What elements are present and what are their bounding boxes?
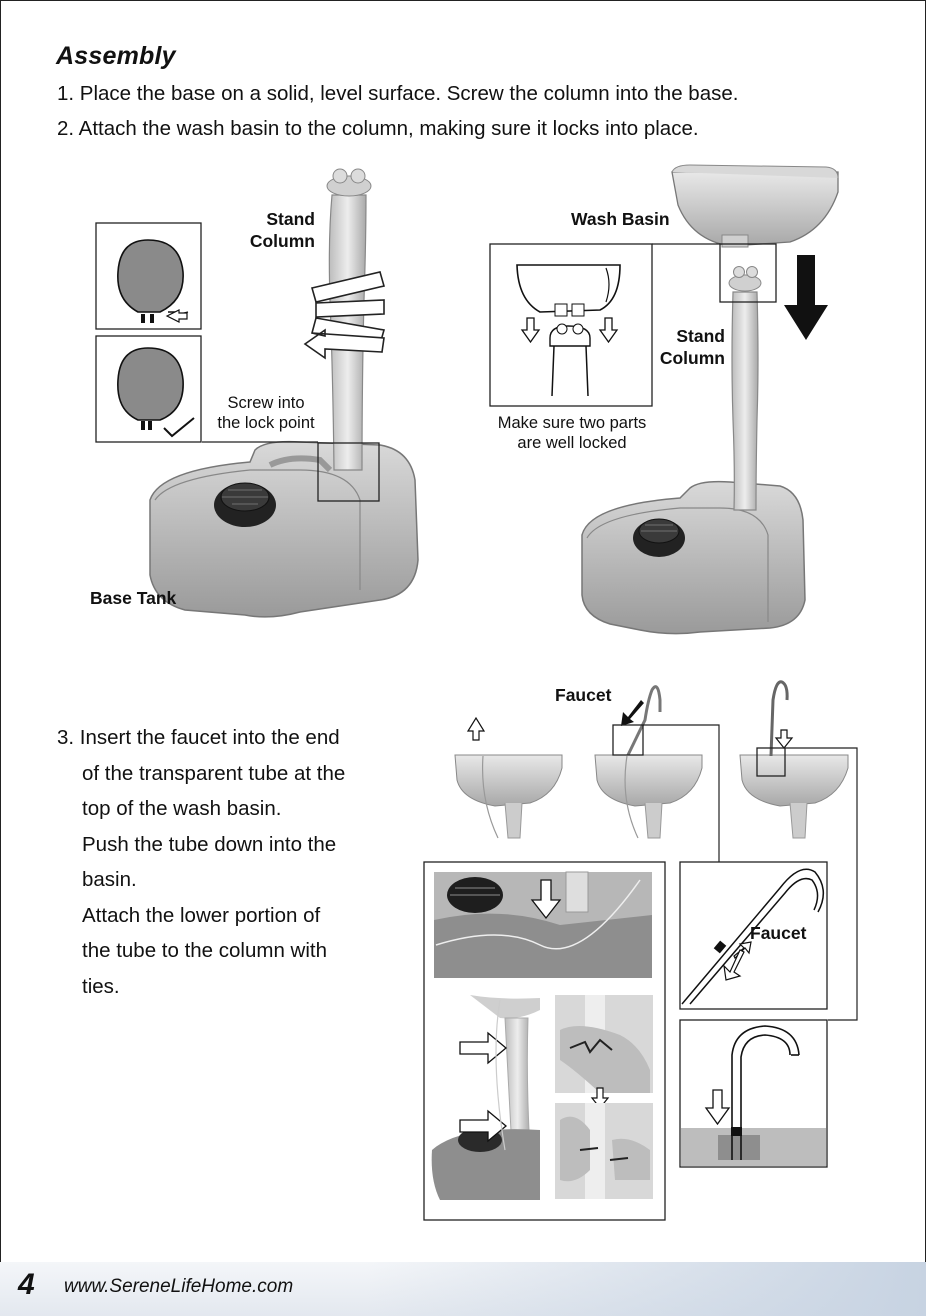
basin-lock-inset bbox=[490, 244, 652, 406]
stand-column-2 bbox=[729, 267, 761, 511]
basin-step3-b bbox=[595, 687, 702, 838]
tank-cap-2 bbox=[633, 519, 685, 557]
tank-tube-photo bbox=[434, 872, 652, 978]
footer-url[interactable]: www.SereneLifeHome.com bbox=[64, 1276, 293, 1298]
wash-basin-label: Wash Basin bbox=[571, 208, 670, 230]
tie-photo-bottom bbox=[555, 1103, 653, 1199]
basin-step3-c bbox=[740, 682, 848, 838]
rotate-arrow bbox=[305, 272, 384, 358]
wash-basin-2 bbox=[672, 165, 838, 247]
stand-column-1 bbox=[327, 169, 371, 470]
tie-photo-top bbox=[555, 995, 653, 1093]
base-tank-1 bbox=[150, 442, 418, 617]
lock-inset-locked bbox=[96, 336, 201, 442]
column-ties-photo bbox=[430, 995, 540, 1210]
faucet-label-top: Faucet bbox=[555, 684, 611, 706]
down-arrow-large bbox=[784, 255, 828, 340]
basin-step3-a bbox=[455, 718, 562, 838]
lock-inset-unlocked bbox=[96, 223, 201, 329]
tank-cap-1 bbox=[214, 483, 276, 527]
faucet-seated-detail bbox=[680, 1020, 827, 1167]
faucet-label-detail: Faucet bbox=[750, 922, 806, 944]
page-number: 4 bbox=[18, 1268, 35, 1302]
base-tank-label: Base Tank bbox=[90, 587, 176, 609]
base-tank-2 bbox=[582, 482, 805, 634]
footer-wave bbox=[366, 1262, 926, 1316]
step-3-text: 3. Insert the faucet into the end of the… bbox=[57, 720, 397, 1004]
